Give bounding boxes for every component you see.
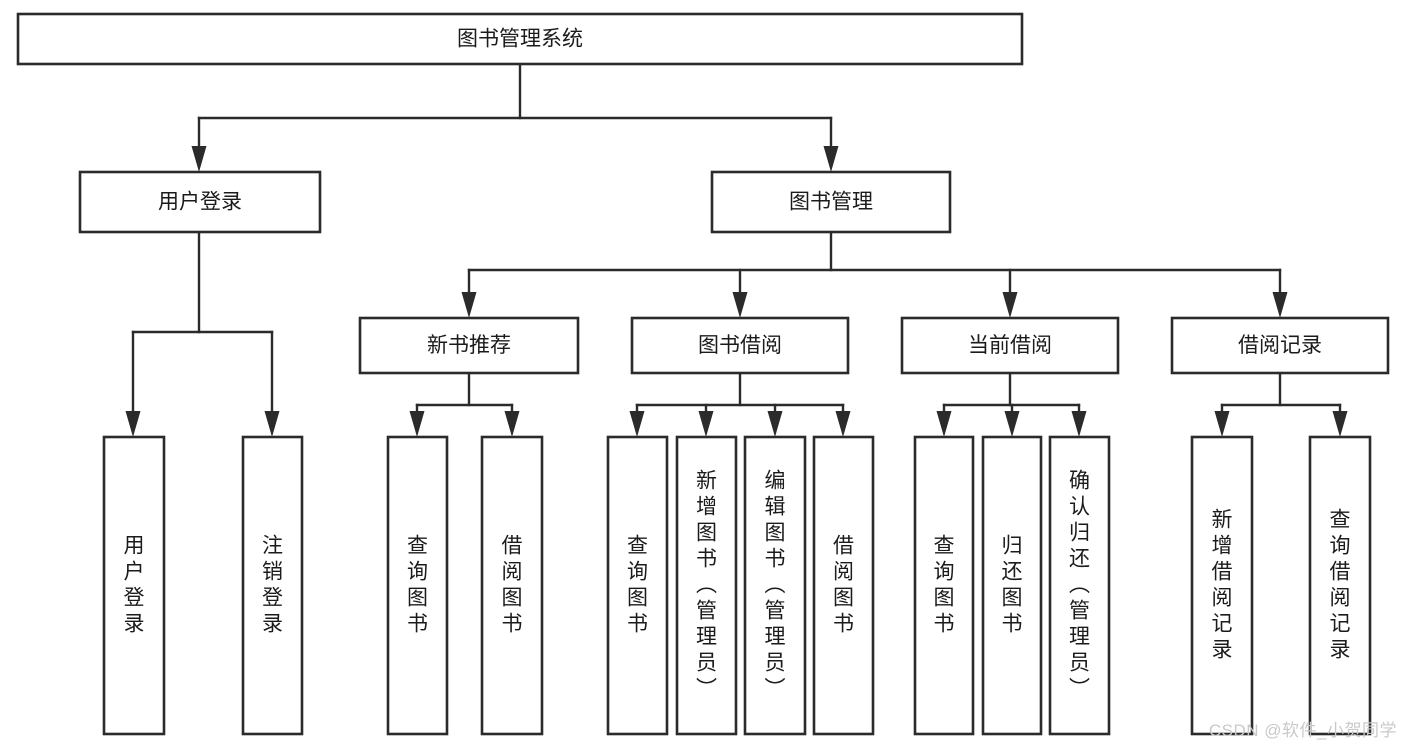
node-box-leaf-logout-login[interactable]: [241, 435, 304, 736]
nodes-layer: 图书管理系统用户登录图书管理新书推荐图书借阅当前借阅借阅记录用户登录注销登录查询…: [16, 12, 1390, 736]
node-label-leaf-logout-login: 注销登录: [262, 535, 283, 636]
node-label-current-borrow: 当前借阅: [968, 334, 1052, 357]
node-label-borrow-record: 借阅记录: [1238, 334, 1322, 357]
level2-arrow-3-head: [1272, 292, 1288, 318]
node-box-book-management[interactable]: [710, 170, 952, 234]
node-label-leaf-query-books-3: 查询图书: [934, 535, 955, 636]
node-leaf-add-borrow-record[interactable]: 新增借阅记录: [1190, 435, 1254, 736]
group-2-arrow-0-head: [936, 411, 952, 437]
node-root[interactable]: 图书管理系统: [16, 12, 1024, 66]
group-3-arrow-0-head: [1214, 411, 1230, 437]
node-leaf-query-books-1[interactable]: 查询图书: [386, 435, 449, 736]
group-1-arrow-0-head: [629, 411, 645, 437]
group-1-arrow-1-head: [698, 411, 714, 437]
node-label-book-borrow: 图书借阅: [698, 334, 782, 357]
level2-arrow-2-head: [1002, 292, 1018, 318]
node-label-root: 图书管理系统: [457, 28, 583, 51]
node-new-book-recommend[interactable]: 新书推荐: [358, 316, 580, 375]
connectors-layer: [125, 62, 1348, 437]
user-login-arrow-0-head: [125, 411, 141, 437]
node-leaf-user-login[interactable]: 用户登录: [102, 435, 166, 736]
node-label-new-book-recommend: 新书推荐: [427, 334, 511, 357]
node-leaf-confirm-return-admin[interactable]: 确认归还︵管理员︶: [1048, 435, 1111, 736]
node-box-leaf-edit-book-admin[interactable]: [743, 435, 807, 736]
node-leaf-query-borrow-record[interactable]: 查询借阅记录: [1308, 435, 1372, 736]
node-leaf-add-book-admin[interactable]: 新增图书︵管理员︶: [675, 435, 738, 736]
node-current-borrow[interactable]: 当前借阅: [900, 316, 1120, 375]
group-2-arrow-2-head: [1071, 411, 1087, 437]
node-box-leaf-query-books-2[interactable]: [606, 435, 669, 736]
node-leaf-logout-login[interactable]: 注销登录: [241, 435, 304, 736]
node-box-leaf-user-login[interactable]: [102, 435, 166, 736]
node-label-leaf-user-login: 用户登录: [124, 535, 145, 636]
node-leaf-edit-book-admin[interactable]: 编辑图书︵管理员︶: [743, 435, 807, 736]
node-label-user-login: 用户登录: [158, 191, 242, 214]
node-box-new-book-recommend[interactable]: [358, 316, 580, 375]
node-book-management[interactable]: 图书管理: [710, 170, 952, 234]
node-label-leaf-return-books: 归还图书: [1002, 535, 1023, 636]
group-1-arrow-3-head: [835, 411, 851, 437]
node-box-book-borrow[interactable]: [630, 316, 850, 375]
node-box-leaf-query-borrow-record[interactable]: [1308, 435, 1372, 736]
group-0-arrow-1-head: [504, 411, 520, 437]
level1-arrow-0-head: [191, 146, 207, 172]
node-box-leaf-borrow-books-1[interactable]: [480, 435, 544, 736]
node-label-leaf-confirm-return-admin: 确认归还︵管理员︶: [1069, 470, 1090, 701]
node-box-root[interactable]: [16, 12, 1024, 66]
node-box-current-borrow[interactable]: [900, 316, 1120, 375]
node-user-login[interactable]: 用户登录: [78, 170, 322, 234]
node-book-borrow[interactable]: 图书借阅: [630, 316, 850, 375]
node-box-leaf-confirm-return-admin[interactable]: [1048, 435, 1111, 736]
node-leaf-borrow-books-2[interactable]: 借阅图书: [812, 435, 875, 736]
node-label-leaf-borrow-books-1: 借阅图书: [502, 535, 523, 636]
node-box-leaf-add-borrow-record[interactable]: [1190, 435, 1254, 736]
node-box-leaf-add-book-admin[interactable]: [675, 435, 738, 736]
node-borrow-record[interactable]: 借阅记录: [1170, 316, 1390, 375]
group-2-arrow-1-head: [1004, 411, 1020, 437]
node-label-leaf-query-borrow-record: 查询借阅记录: [1330, 509, 1351, 662]
node-label-leaf-edit-book-admin: 编辑图书︵管理员︶: [765, 470, 786, 701]
level2-arrow-1-head: [732, 292, 748, 318]
node-leaf-return-books[interactable]: 归还图书: [981, 435, 1043, 736]
node-leaf-borrow-books-1[interactable]: 借阅图书: [480, 435, 544, 736]
csdn-watermark: CSDN @软件_小贺同学: [1208, 721, 1397, 740]
node-label-leaf-borrow-books-2: 借阅图书: [833, 535, 854, 636]
node-label-leaf-query-books-2: 查询图书: [627, 535, 648, 636]
level2-arrow-0-head: [461, 292, 477, 318]
level1-arrow-1-head: [823, 146, 839, 172]
node-label-leaf-query-books-1: 查询图书: [407, 535, 428, 636]
node-label-book-management: 图书管理: [789, 191, 873, 214]
group-1-arrow-2-head: [767, 411, 783, 437]
node-box-borrow-record[interactable]: [1170, 316, 1390, 375]
user-login-arrow-1-head: [264, 411, 280, 437]
node-leaf-query-books-2[interactable]: 查询图书: [606, 435, 669, 736]
node-box-leaf-borrow-books-2[interactable]: [812, 435, 875, 736]
node-box-leaf-query-books-3[interactable]: [913, 435, 975, 736]
group-0-arrow-0-head: [409, 411, 425, 437]
node-leaf-query-books-3[interactable]: 查询图书: [913, 435, 975, 736]
node-label-leaf-add-borrow-record: 新增借阅记录: [1212, 509, 1233, 662]
group-3-arrow-1-head: [1332, 411, 1348, 437]
node-box-user-login[interactable]: [78, 170, 322, 234]
node-label-leaf-add-book-admin: 新增图书︵管理员︶: [696, 470, 717, 701]
node-box-leaf-query-books-1[interactable]: [386, 435, 449, 736]
node-box-leaf-return-books[interactable]: [981, 435, 1043, 736]
